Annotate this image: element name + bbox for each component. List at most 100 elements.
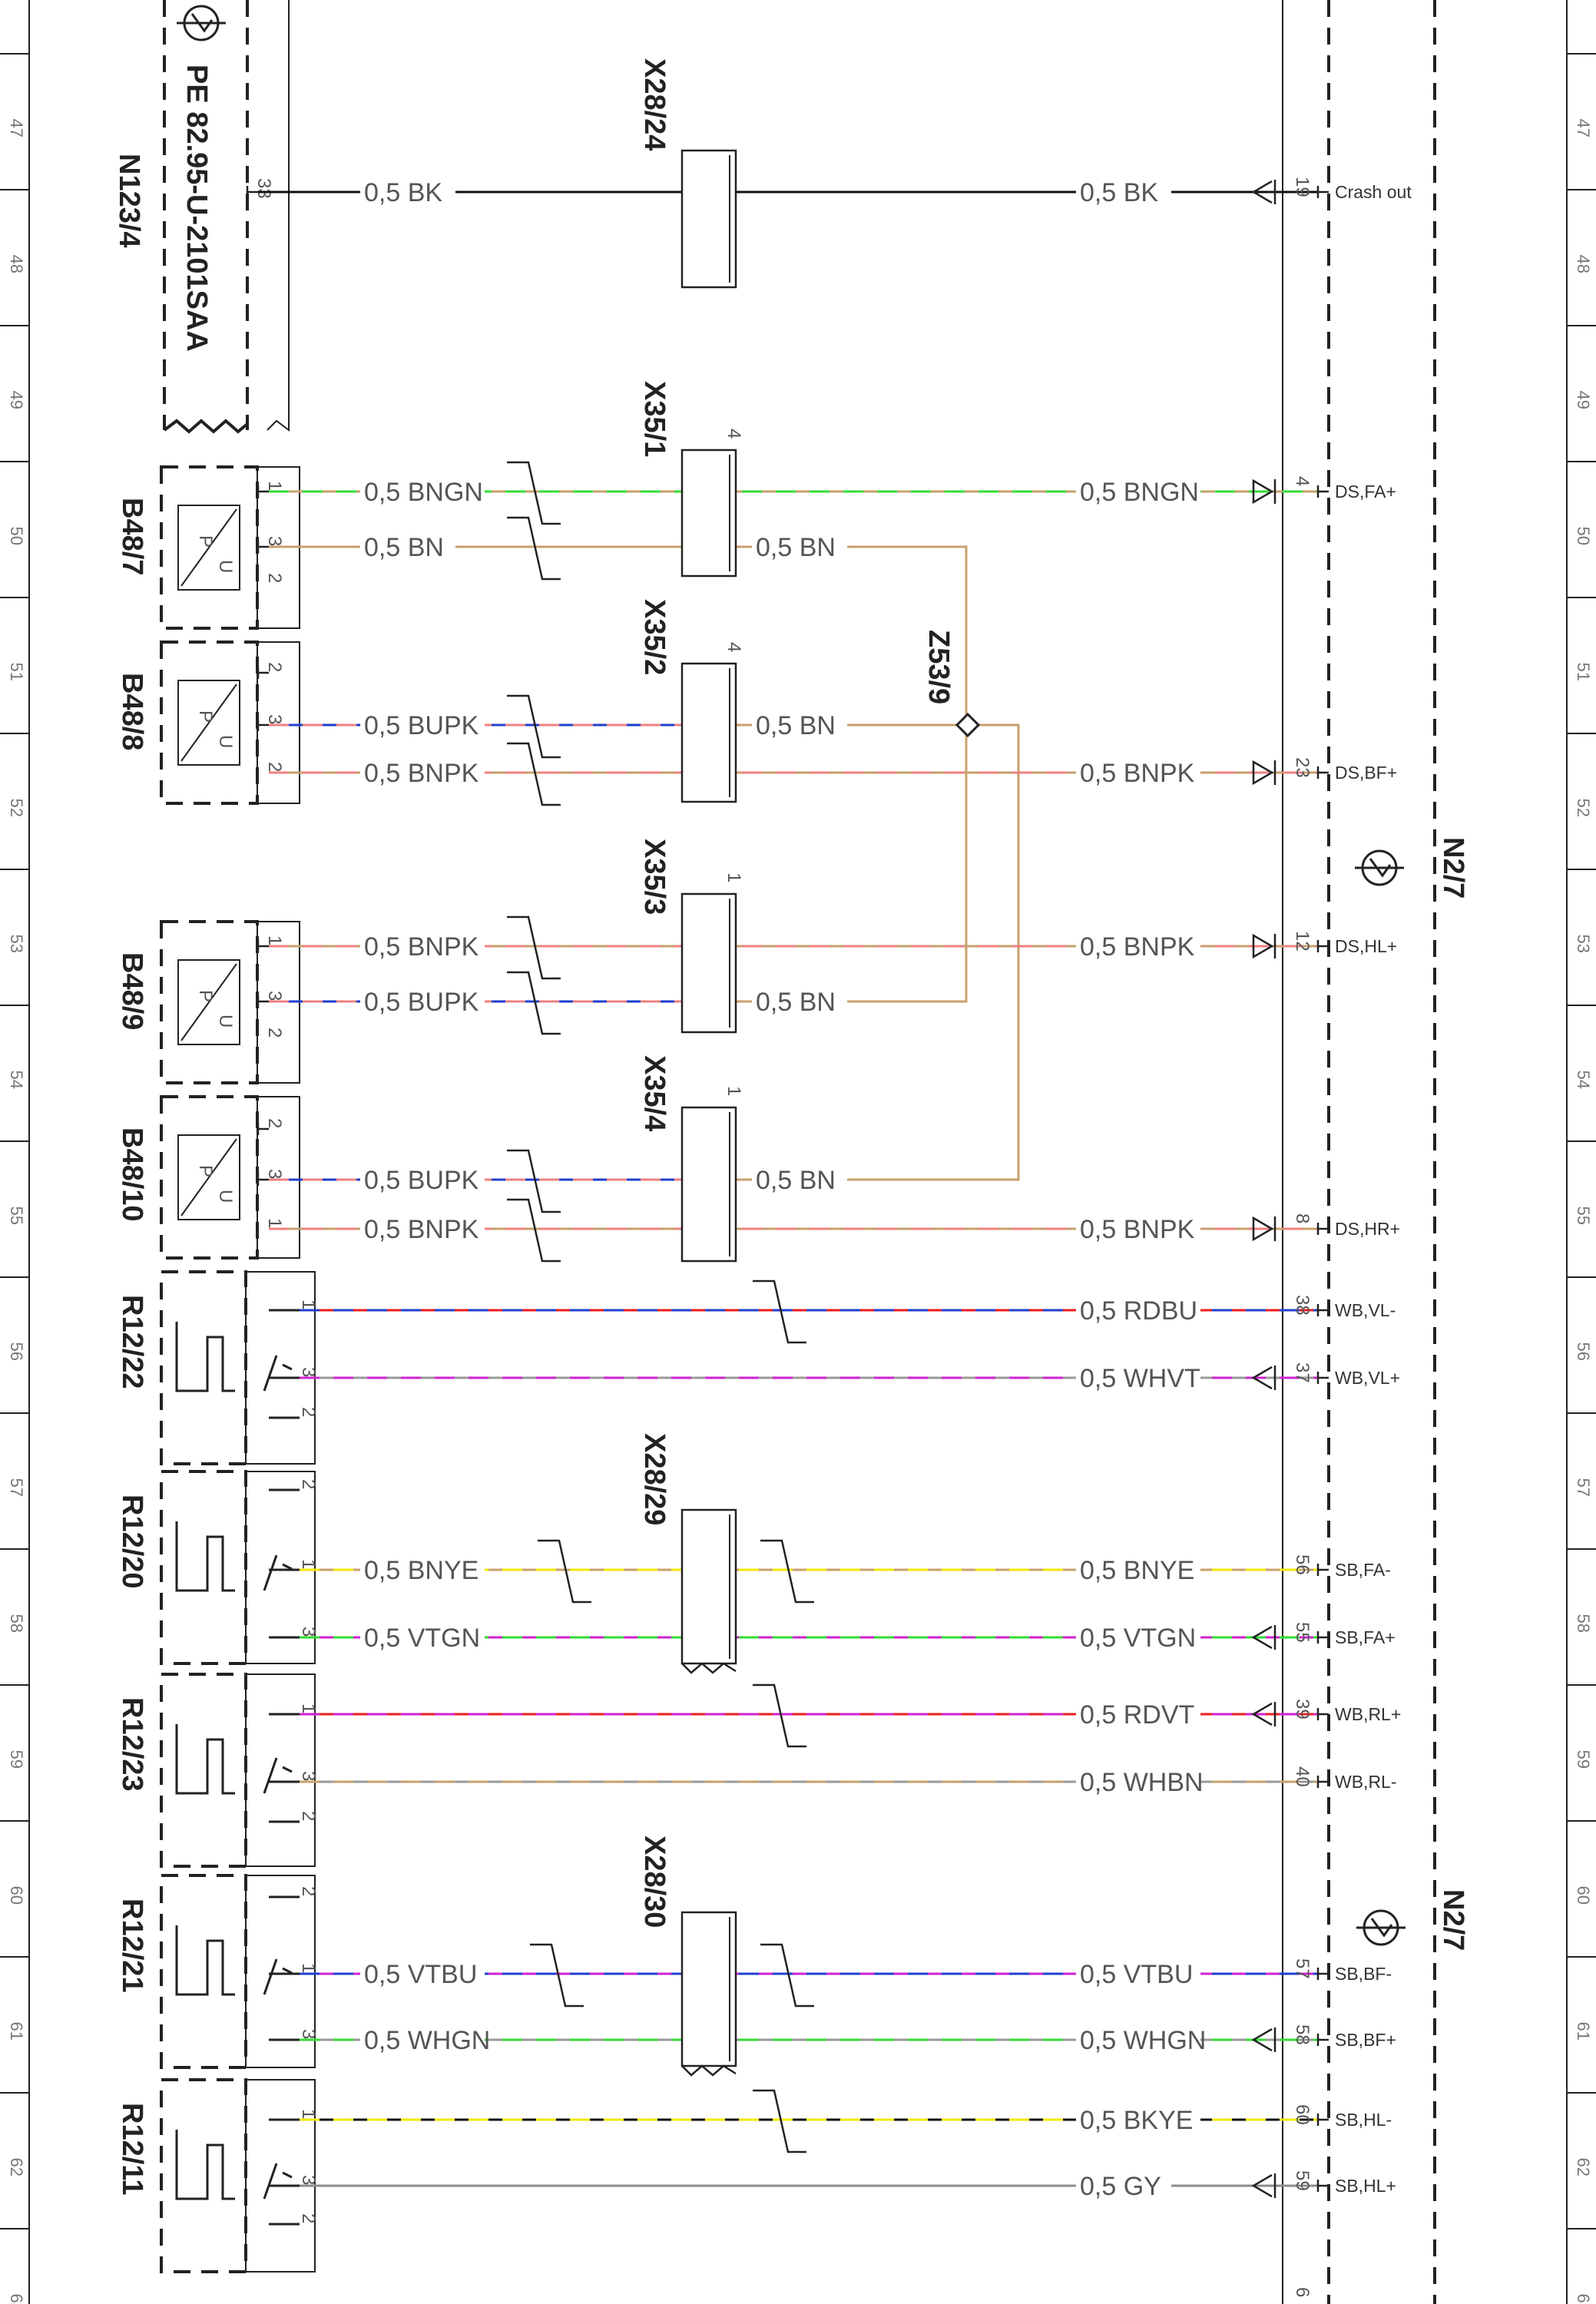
label-mask	[1076, 2172, 1171, 2203]
pin-stub	[257, 485, 269, 498]
arrow-in-icon	[1251, 2028, 1276, 2052]
wire-label-right: 0,5 RDVT	[1076, 1700, 1200, 1731]
module-outline	[267, 0, 290, 432]
pin-stub	[1316, 2034, 1329, 2046]
pin-number: 19	[1292, 177, 1313, 197]
label-mask	[752, 711, 847, 742]
wire-label-right: 0,5 RDBU	[1076, 1296, 1200, 1327]
label-mask	[1076, 1768, 1200, 1799]
grid-row-label-right: 52	[1574, 799, 1593, 817]
sensor-slash	[180, 963, 237, 1041]
grid-row-label-right: 47	[1574, 119, 1593, 137]
grid-row-label-right: 61	[1574, 2022, 1593, 2041]
pin-tick	[1316, 1968, 1329, 1980]
wire-label-left: 0,5 BNPK	[360, 759, 485, 790]
wire-w-sbhl-[interactable]: 0,5 BKYE	[300, 2089, 1318, 2153]
wire-label-right: 0,5 WHVT	[1076, 1364, 1200, 1395]
grid-row-label-right: 56	[1574, 1342, 1593, 1361]
pin-number: 2	[264, 662, 285, 672]
antenna-icon	[1355, 849, 1404, 886]
wire-label-left: 0,5 BNPK	[360, 932, 485, 963]
pin-tick	[1316, 1776, 1329, 1788]
pin-tick	[1316, 766, 1329, 779]
wire-w-wbvl-[interactable]: 0,5 RDBU	[300, 1279, 1318, 1344]
pin-tick	[246, 186, 258, 198]
switch-contact	[263, 1554, 293, 1591]
wire-label: 0,5 BNGN	[1080, 478, 1199, 507]
switch-label: R12/20	[116, 1495, 148, 1589]
label-mask	[1076, 1624, 1200, 1654]
pin-tick	[1316, 485, 1329, 498]
pin-tick	[1316, 1631, 1329, 1644]
pin-number: 1	[298, 1963, 319, 1973]
pin-tick	[1316, 1304, 1329, 1316]
connector-housing	[680, 892, 737, 1034]
buckle-switch-icon	[175, 1322, 235, 1392]
wire-w-sbhl+[interactable]: 0,5 GY	[300, 2172, 1318, 2203]
pin-stub	[257, 541, 269, 553]
wire-kink	[507, 915, 561, 980]
sensor-label: B48/10	[116, 1127, 148, 1222]
label-mask	[752, 533, 847, 564]
grid-row-label-right: 54	[1574, 1071, 1593, 1089]
pin-stub	[246, 186, 258, 198]
pin-tick	[257, 1123, 269, 1135]
connector-housing	[680, 1508, 737, 1665]
pin-number: 2	[298, 1407, 319, 1417]
wire-label: 0,5 BNPK	[1080, 932, 1195, 962]
label-mask	[360, 1960, 485, 1991]
wire-label-left: 0,5 BUPK	[360, 1166, 485, 1197]
wire-label-left: 0,5 BNYE	[360, 1556, 485, 1587]
wire-run[interactable]	[269, 545, 968, 1003]
grid-row-label-left: 63	[7, 2294, 26, 2304]
pin-number: 40	[1292, 1766, 1313, 1787]
pin-stub	[1316, 1304, 1329, 1316]
arrow-out-icon	[1252, 478, 1276, 505]
antenna-icon	[1356, 1909, 1406, 1946]
wire-label: 0,5 BNPK	[364, 1215, 479, 1244]
label-mask	[1076, 178, 1171, 209]
switch-label: R12/23	[116, 1697, 148, 1792]
connector-label: X28/30	[638, 1836, 671, 1928]
wire-w-wbrl+[interactable]: 0,5 RDVT	[300, 1683, 1318, 1748]
pin-tick	[1316, 940, 1329, 952]
pin-number: 4	[1292, 476, 1313, 486]
label-mask	[1076, 2026, 1200, 2057]
wire-w-wbrl-[interactable]: 0,5 WHBN	[300, 1768, 1318, 1799]
wire-label-right: 0,5 WHGN	[1076, 2026, 1206, 2057]
label-mask	[360, 988, 485, 1018]
splice-diamond-icon	[955, 712, 981, 738]
connector-label: X35/3	[638, 839, 671, 915]
pin-number: 3	[298, 1627, 319, 1637]
label-mask	[360, 759, 485, 790]
pin-number: 1	[298, 1703, 319, 1713]
wire-label-right: 0,5 BN	[752, 711, 847, 742]
wire-w-wbvl+[interactable]: 0,5 WHVT	[300, 1364, 1318, 1395]
wire-w-dshl[interactable]: 0,5 BNPK 0,5 BNPK	[269, 915, 1318, 980]
pin-number: 37	[1292, 1362, 1313, 1383]
wire-run-bn[interactable]	[736, 723, 1020, 1181]
pin-number: 4	[723, 642, 744, 652]
